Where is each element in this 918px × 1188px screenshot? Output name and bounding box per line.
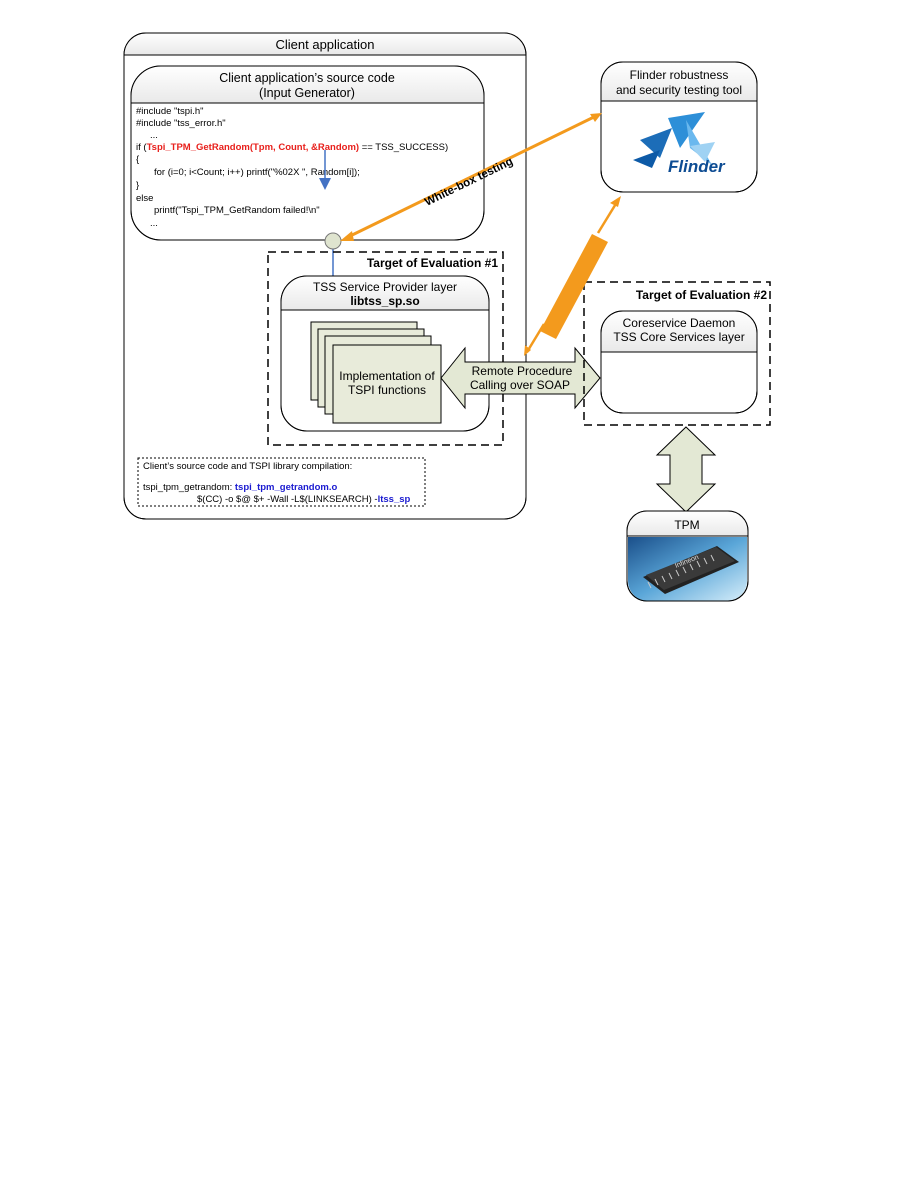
core-services-box: Coreservice Daemon TSS Core Services lay… <box>600 310 758 414</box>
toe1-label: Target of Evaluation #1 <box>367 256 498 270</box>
sp-layer-library: libtss_sp.so <box>350 294 419 308</box>
compilation-line2: $(CC) -o $@ $+ -Wall -L$(LINKSEARCH) -lt… <box>197 494 411 505</box>
flinder-tool-box: Flinder robustness and security testing … <box>600 61 758 193</box>
code-line: else <box>136 193 153 204</box>
code-line: #include "tspi.h" <box>136 106 203 117</box>
implementation-label-line1: Implementation of <box>339 369 435 383</box>
compilation-object-target: tspi_tpm_getrandom.o <box>235 482 338 493</box>
compilation-line1: tspi_tpm_getrandom: tspi_tpm_getrandom.o <box>143 482 337 493</box>
code-highlight-getrandom: Tspi_TPM_GetRandom(Tpm, Count, &Random) <box>147 142 360 153</box>
source-code-title-line2: (Input Generator) <box>259 86 355 100</box>
tpm-title: TPM <box>674 518 699 532</box>
flinder-logo-icon: Flinder <box>633 112 726 176</box>
code-line: #include "tss_error.h" <box>136 118 226 129</box>
flinder-title-line2: and security testing tool <box>616 83 742 97</box>
toe1-box: Target of Evaluation #1 <box>267 251 504 446</box>
code-line-if: if (Tspi_TPM_GetRandom(Tpm, Count, &Rand… <box>136 142 448 153</box>
implementation-card-stack: Implementation of TSPI functions <box>310 321 442 424</box>
sp-layer-title: TSS Service Provider layer <box>313 280 457 294</box>
code-line: ... <box>150 130 158 141</box>
code-line: } <box>136 180 139 191</box>
rpc-label-line1: Remote Procedure <box>472 364 573 378</box>
toe2-box: Target of Evaluation #2 <box>583 281 771 426</box>
source-code-title-line1: Client application’s source code <box>219 71 395 85</box>
source-code-box: Client application’s source code (Input … <box>130 65 485 241</box>
compilation-library-name: ltss_sp <box>378 494 411 505</box>
source-code-listing: #include "tspi.h" #include "tss_error.h"… <box>136 106 448 229</box>
compilation-heading: Client’s source code and TSPI library co… <box>143 461 352 472</box>
flinder-logo-text: Flinder <box>668 157 726 176</box>
code-line: { <box>136 154 139 165</box>
daemon-title-line2: TSS Core Services layer <box>613 330 744 344</box>
flinder-title-line1: Flinder robustness <box>630 68 729 82</box>
rpc-double-arrow: Remote Procedure Calling over SOAP <box>440 346 601 410</box>
implementation-label-line2: TSPI functions <box>348 383 426 397</box>
code-line: ... <box>150 218 158 229</box>
code-line: printf("Tspi_TPM_GetRandom failed!\n" <box>154 205 320 216</box>
tpm-chip-icon: Infineon <box>628 537 747 601</box>
implementation-card-front <box>332 344 442 424</box>
compilation-note-box: Client’s source code and TSPI library co… <box>137 457 426 507</box>
toe2-label: Target of Evaluation #2 <box>636 288 767 302</box>
tpm-box: TPM Infineon <box>626 510 749 602</box>
rpc-label-line2: Calling over SOAP <box>470 378 570 392</box>
tpm-double-arrow <box>655 426 717 513</box>
client-application-title: Client application <box>275 37 374 52</box>
rpc-fuzzing-arrow <box>524 196 621 356</box>
interception-point <box>324 232 342 250</box>
code-line: for (i=0; i<Count; i++) printf("%02X ", … <box>154 167 360 178</box>
daemon-title-line1: Coreservice Daemon <box>623 316 736 330</box>
